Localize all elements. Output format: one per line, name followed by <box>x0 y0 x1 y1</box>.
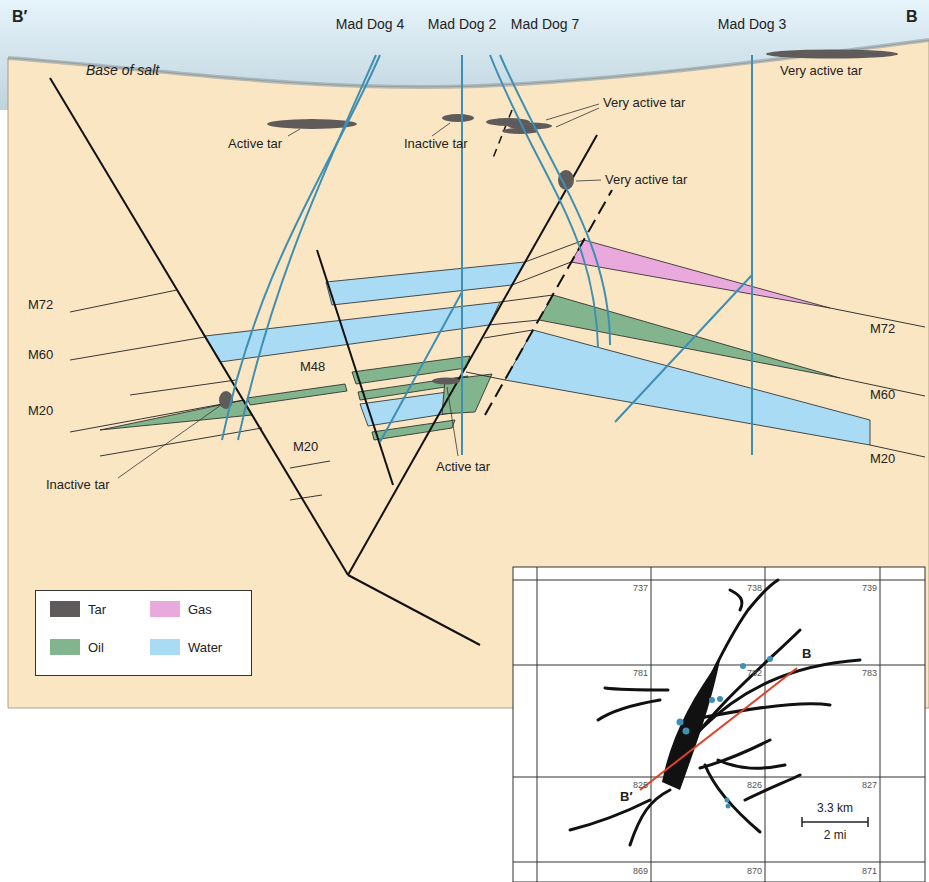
horizon-name: M20 <box>870 452 895 467</box>
block-number: 782 <box>747 668 762 678</box>
tar-label: Active tar <box>436 460 490 475</box>
block-number: 737 <box>633 583 648 593</box>
horizon-name: M72 <box>28 298 53 313</box>
leader-lines <box>118 104 601 478</box>
legend-swatch <box>50 639 80 655</box>
legend-swatch <box>150 639 180 655</box>
block-number: 870 <box>747 866 762 876</box>
block-number: 826 <box>747 780 762 790</box>
horizon-name: M60 <box>28 348 53 363</box>
horizon-name: M20 <box>28 404 53 419</box>
well-name: Mad Dog 2 <box>428 16 496 32</box>
legend-entry: Gas <box>150 601 212 617</box>
block-number: 869 <box>633 866 648 876</box>
block-number: 739 <box>862 583 877 593</box>
block-number: 871 <box>862 866 877 876</box>
horizon-name: Base of salt <box>86 62 159 78</box>
legend-text: Water <box>188 640 222 655</box>
block-number: 781 <box>633 668 648 678</box>
section-end: B′ <box>620 790 633 805</box>
horizon-name: M20 <box>293 440 318 455</box>
legend-box: Tar GasOil Water <box>35 590 252 676</box>
tar-label: Inactive tar <box>46 478 110 493</box>
legend-text: Tar <box>88 602 106 617</box>
wells <box>222 55 752 485</box>
section-end: B <box>802 647 811 662</box>
tar-bodies <box>219 50 898 410</box>
tar-label: Very active tar <box>603 96 685 111</box>
tar-label: Very active tar <box>605 173 687 188</box>
well-name: Mad Dog 3 <box>718 16 786 32</box>
well-name: Mad Dog 7 <box>511 16 579 32</box>
block-number: 825 <box>633 780 648 790</box>
faults <box>50 78 612 645</box>
base-of-salt <box>8 40 929 87</box>
scale-label: 3.3 km <box>817 802 853 816</box>
well-name: Mad Dog 4 <box>336 16 404 32</box>
legend-text: Oil <box>88 640 104 655</box>
scale-label: 2 mi <box>824 829 847 843</box>
tar-label: Active tar <box>228 137 282 152</box>
legend-entry: Oil <box>50 639 104 655</box>
horizon-name: M72 <box>870 322 895 337</box>
section-end: B′ <box>12 8 27 26</box>
legend-text: Gas <box>188 602 212 617</box>
section-end: B <box>906 8 918 26</box>
block-number: 783 <box>862 668 877 678</box>
legend-entry: Water <box>150 639 222 655</box>
tar-label: Very active tar <box>780 64 862 79</box>
block-number: 738 <box>747 583 762 593</box>
horizon-name: M48 <box>300 360 325 375</box>
tar-label: Inactive tar <box>404 137 468 152</box>
location-map <box>513 567 925 882</box>
block-number: 827 <box>862 780 877 790</box>
legend-swatch <box>50 601 80 617</box>
legend-entry: Tar <box>50 601 106 617</box>
horizon-name: M60 <box>870 388 895 403</box>
legend-swatch <box>150 601 180 617</box>
horizon-lines <box>70 240 925 500</box>
